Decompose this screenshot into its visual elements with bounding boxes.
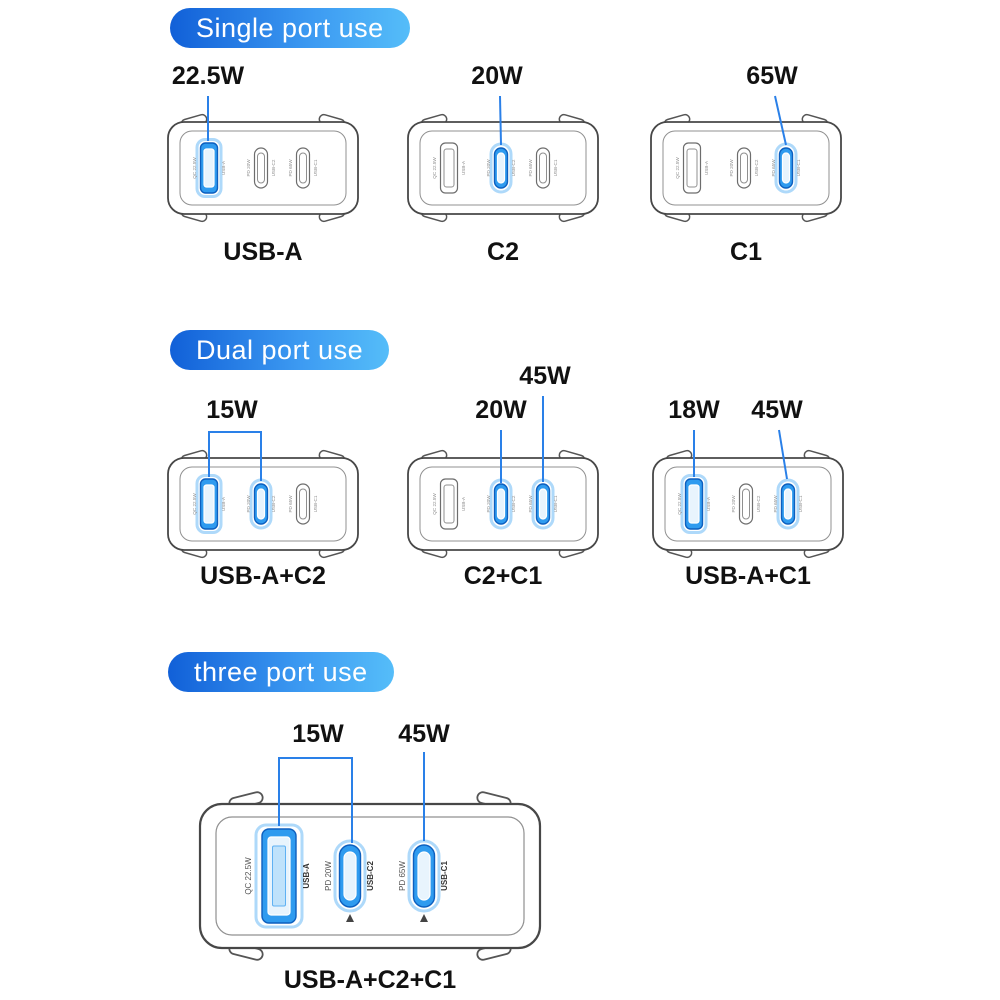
watt-label: 15W [206, 396, 258, 424]
watt-label: 45W [398, 720, 450, 748]
port-name-label: USB-A [704, 160, 709, 175]
port-spec-label: QC 22.5W [675, 157, 680, 179]
charger-caption: C1 [730, 238, 762, 266]
watt-label: 22.5W [171, 62, 245, 90]
port-usb-c1: PD 65W USB-C1 [771, 142, 801, 194]
watt-label: 45W [519, 362, 571, 390]
charger-caption: USB-A [223, 238, 303, 266]
charger-inner-panel [419, 130, 587, 206]
port-usb-a: QC 22.5W USB-A [244, 823, 311, 929]
port-name-label: USB-C1 [796, 159, 801, 176]
port-usb-c1: PD 65W USB-C1 [288, 483, 318, 525]
port-name-label: USB-C1 [313, 495, 318, 512]
port-name-label: USB-A [706, 496, 711, 511]
port-name-label: USB-C1 [313, 159, 318, 176]
charger-three-port: QC 22.5W USB-A PD 20W USB-C2 PD 65W USB-… [195, 788, 545, 964]
port-spec-label: PD 20W [246, 159, 251, 177]
charger-inner-panel [419, 466, 587, 542]
charger-caption: USB-A+C1 [685, 562, 811, 590]
port-usb-c2: PD 20W USB-C2 [324, 839, 375, 922]
port-spec-label: PD 20W [324, 861, 333, 891]
port-name-label: USB-C2 [754, 159, 759, 176]
watt-label: 20W [471, 62, 523, 90]
port-usb-c2: PD 20W USB-C2 [486, 478, 516, 530]
port-usb-c1: PD 65W USB-C1 [288, 147, 318, 189]
port-spec-label: PD 20W [486, 495, 491, 513]
port-spec-label: QC 22.5W [192, 493, 197, 515]
port-spec-label: QC 22.5W [244, 857, 253, 895]
port-usb-c1: PD 65W USB-C1 [398, 839, 449, 922]
port-spec-label: PD 20W [246, 495, 251, 513]
orientation-arrow-icon [420, 914, 428, 922]
port-name-label: USB-C2 [366, 861, 375, 891]
charger-dual-usb-a-c1: QC 22.5W USB-A PD 20W USB-C2 PD 65W USB-… [650, 448, 846, 560]
port-spec-label: PD 65W [398, 861, 407, 891]
port-spec-label: QC 22.5W [432, 157, 437, 179]
charger-inner-panel [662, 130, 830, 206]
port-spec-label: PD 65W [528, 495, 533, 513]
port-usb-a: QC 22.5W USB-A [677, 474, 711, 534]
charger-single-c2: QC 22.5W USB-A PD 20W USB-C2 PD 65W USB-… [405, 112, 601, 224]
port-spec-label: PD 65W [528, 159, 533, 177]
section-header-dual: Dual port use [170, 330, 390, 370]
port-spec-label: PD 65W [773, 495, 778, 513]
watt-label: 20W [475, 396, 527, 424]
port-spec-label: PD 20W [731, 495, 736, 513]
section-header-three: three port use [168, 652, 394, 692]
port-name-label: USB-A [461, 160, 466, 175]
port-name-label: USB-C2 [756, 495, 761, 512]
charger-inner-panel [215, 816, 525, 936]
port-name-label: USB-C2 [271, 159, 276, 176]
charger-caption: USB-A+C2+C1 [283, 966, 457, 994]
port-name-label: USB-C2 [271, 495, 276, 512]
port-usb-c2: PD 20W USB-C2 [486, 142, 516, 194]
port-usb-c1: PD 65W USB-C1 [528, 147, 558, 189]
watt-label: 65W [746, 62, 798, 90]
port-usb-a: QC 22.5W USB-A [432, 142, 466, 194]
port-usb-c1: PD 65W USB-C1 [773, 478, 803, 530]
port-usb-c2: PD 20W USB-C2 [246, 478, 276, 530]
port-name-label: USB-C1 [553, 495, 558, 512]
port-name-label: USB-A [302, 863, 311, 889]
charger-caption: USB-A+C2 [200, 562, 326, 590]
port-spec-label: QC 22.5W [192, 157, 197, 179]
port-name-label: USB-C2 [511, 159, 516, 176]
port-usb-a: QC 22.5W USB-A [192, 138, 226, 198]
port-spec-label: PD 65W [288, 159, 293, 177]
port-name-label: USB-C1 [798, 495, 803, 512]
port-name-label: USB-C1 [440, 861, 449, 891]
charger-single-c1: QC 22.5W USB-A PD 20W USB-C2 PD 65W USB-… [648, 112, 844, 224]
port-usb-c2: PD 20W USB-C2 [729, 147, 759, 189]
port-spec-label: PD 65W [771, 159, 776, 177]
port-name-label: USB-A [221, 160, 226, 175]
port-spec-label: PD 65W [288, 495, 293, 513]
port-name-label: USB-A [461, 496, 466, 511]
watt-label: 45W [751, 396, 803, 424]
charger-inner-panel [179, 130, 347, 206]
charger-inner-panel [664, 466, 832, 542]
port-spec-label: QC 22.5W [432, 493, 437, 515]
port-spec-label: QC 22.5W [677, 493, 682, 515]
port-spec-label: PD 20W [729, 159, 734, 177]
charger-inner-panel [179, 466, 347, 542]
port-name-label: USB-A [221, 496, 226, 511]
port-name-label: USB-C2 [511, 495, 516, 512]
charger-dual-usb-a-c2: QC 22.5W USB-A PD 20W USB-C2 PD 65W USB-… [165, 448, 361, 560]
watt-label: 18W [668, 396, 720, 424]
charger-caption: C2+C1 [463, 562, 543, 590]
port-usb-a: QC 22.5W USB-A [192, 474, 226, 534]
port-usb-c2: PD 20W USB-C2 [731, 483, 761, 525]
watt-label: 15W [292, 720, 344, 748]
charger-single-usb-a: QC 22.5W USB-A PD 20W USB-C2 PD 65W USB-… [165, 112, 361, 224]
section-header-single: Single port use [170, 8, 410, 48]
port-usb-c1: PD 65W USB-C1 [528, 478, 558, 530]
charger-dual-c2-c1: QC 22.5W USB-A PD 20W USB-C2 PD 65W USB-… [405, 448, 601, 560]
charger-caption: C2 [487, 238, 519, 266]
port-usb-a: QC 22.5W USB-A [675, 142, 709, 194]
port-usb-c2: PD 20W USB-C2 [246, 147, 276, 189]
port-usb-a: QC 22.5W USB-A [432, 478, 466, 530]
orientation-arrow-icon [346, 914, 354, 922]
port-spec-label: PD 20W [486, 159, 491, 177]
port-name-label: USB-C1 [553, 159, 558, 176]
